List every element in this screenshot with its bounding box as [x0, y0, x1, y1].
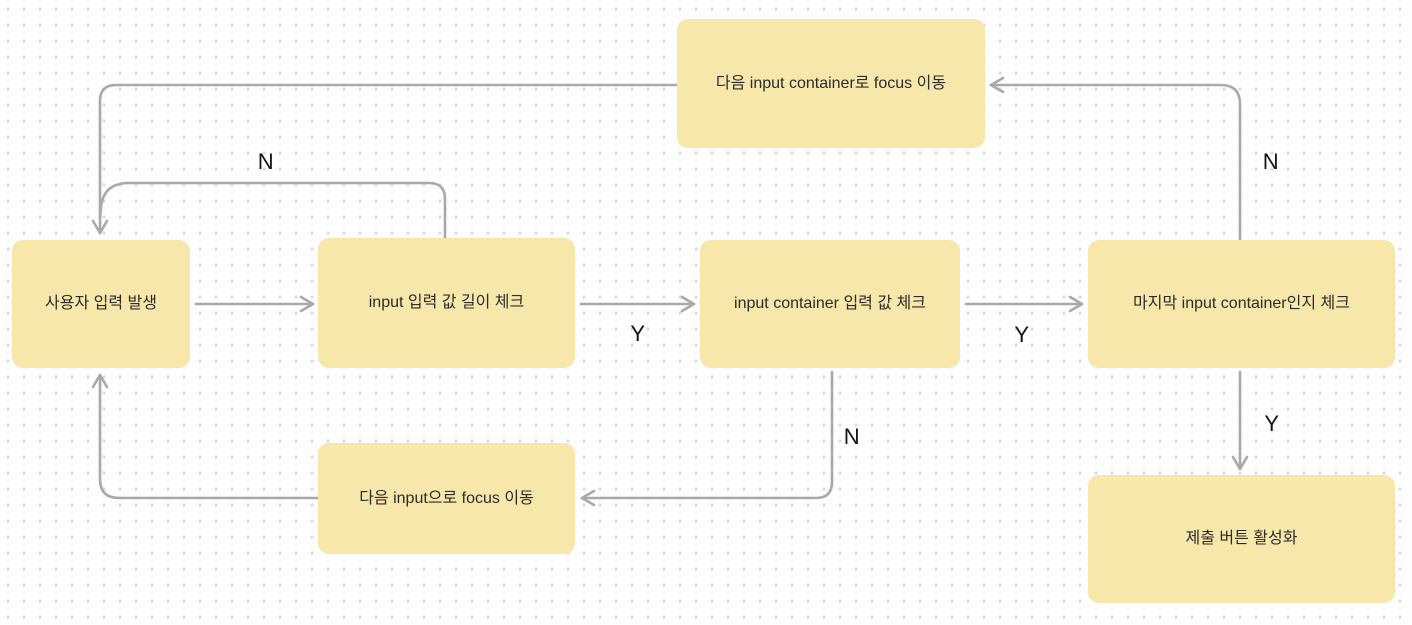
node-user-input[interactable]: 사용자 입력 발생 [12, 240, 190, 368]
edge-last-check-no-to-focus-next-container [989, 76, 1242, 242]
node-label: 다음 input으로 focus 이동 [359, 489, 534, 507]
edge-focus-next-container-to-user-input [91, 83, 679, 235]
node-focus-next-input[interactable]: 다음 input으로 focus 이동 [318, 443, 575, 554]
node-label: 다음 input container로 focus 이동 [715, 74, 947, 92]
node-focus-next-container[interactable]: 다음 input container로 focus 이동 [677, 19, 985, 148]
node-label: 제출 버튼 활성화 [1185, 530, 1298, 548]
edge-container-check-no-to-focus-next-input [580, 370, 834, 507]
edge-label-container-check-yes: Y [1014, 322, 1030, 347]
edge-label-length-check-no: N [257, 149, 275, 174]
node-label: input container 입력 값 체크 [734, 295, 926, 313]
edge-label-last-check-yes: Y [1264, 411, 1280, 436]
node-label: 사용자 입력 발생 [45, 295, 157, 313]
node-submit-enable[interactable]: 제출 버튼 활성화 [1088, 475, 1395, 603]
node-input-length-check[interactable]: input 입력 값 길이 체크 [318, 238, 575, 368]
node-last-container-check[interactable]: 마지막 input container인지 체크 [1088, 240, 1395, 368]
node-label: input 입력 값 길이 체크 [368, 294, 525, 312]
node-container-value-check[interactable]: input container 입력 값 체크 [700, 240, 960, 368]
edge-label-last-check-no: N [1262, 149, 1280, 174]
edge-focus-next-input-to-user-input [91, 373, 320, 500]
edge-label-container-check-no: N [843, 424, 861, 449]
node-label: 마지막 input container인지 체크 [1133, 295, 1350, 313]
edge-label-length-check-yes: Y [630, 321, 646, 346]
edge-length-check-no-loop [98, 181, 447, 242]
